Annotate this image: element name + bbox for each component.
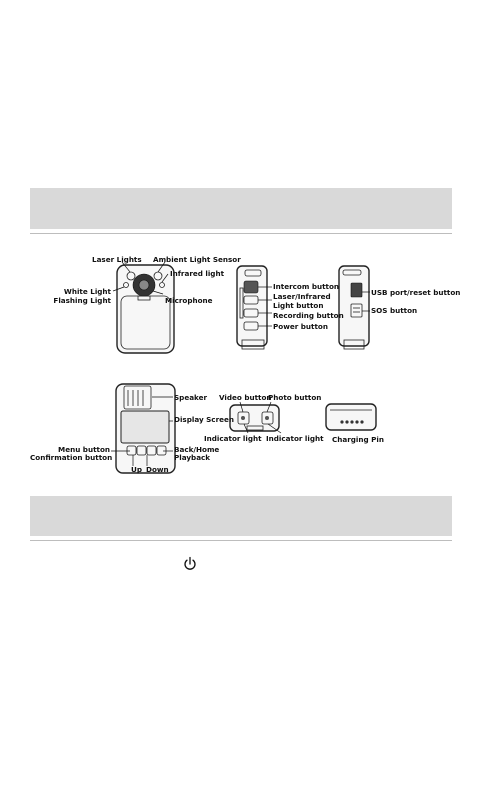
label-speaker: Speaker (174, 393, 208, 402)
label-usb-port-reset-button: USB port/reset button (371, 288, 461, 297)
label-back-home: Back/Home (174, 445, 220, 454)
label-ambient-light-sensor: Ambient Light Sensor (153, 255, 241, 264)
section-divider-2 (30, 540, 452, 541)
label-microphone: Microphone (165, 296, 213, 305)
label-power-button: Power button (273, 322, 328, 331)
camera-left-side-view (236, 265, 268, 350)
label-charging-pin: Charging Pin (332, 435, 385, 444)
section-header-band-1 (30, 188, 452, 229)
camera-right-side-view (338, 265, 370, 350)
label-indicator-light-left: Indicator light (204, 434, 262, 443)
camera-top-view (229, 404, 280, 432)
label-sos-button: SOS button (371, 306, 418, 315)
label-recording-button: Recording button (273, 311, 344, 320)
label-intercom-button: Intercom button (273, 282, 340, 291)
camera-front-view (116, 264, 175, 354)
label-laser-infrared: Laser/Infrared (273, 292, 331, 301)
label-menu-button: Menu button (58, 445, 110, 454)
label-video-button: Video button (219, 393, 272, 402)
label-laser-lights: Laser Lights (92, 255, 142, 264)
section-header-band-2 (30, 496, 452, 536)
label-confirmation-button: Confirmation button (30, 453, 113, 462)
label-flashing-light: Flashing Light (53, 296, 111, 305)
label-indicator-light-right: Indicator light (266, 434, 324, 443)
camera-back-view (115, 383, 176, 474)
section-divider-1 (30, 233, 452, 234)
label-display-screen: Display Screen (174, 415, 234, 424)
camera-bottom-view (325, 403, 377, 431)
label-infrared-light: Infrared light (170, 269, 225, 278)
power-icon (184, 556, 196, 570)
label-light-button: Light button (273, 301, 324, 310)
label-photo-button: Photo button (268, 393, 322, 402)
label-playback: Playback (174, 453, 211, 462)
label-white-light: White Light (63, 287, 111, 296)
label-up: Up (131, 465, 142, 474)
label-down: Down (146, 465, 169, 474)
